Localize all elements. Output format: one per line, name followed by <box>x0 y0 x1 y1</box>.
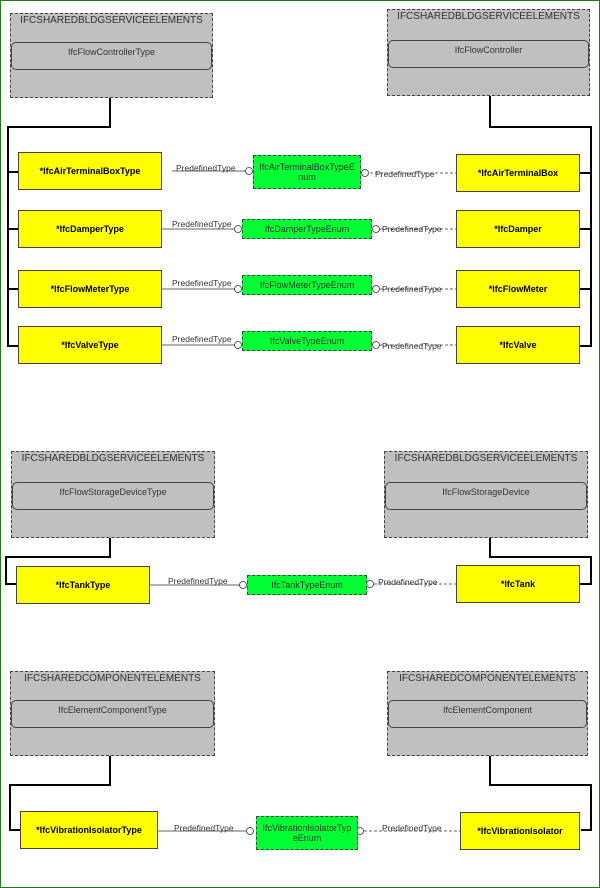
entity-vibration-isolator[interactable]: *IfcVibrationIsolator <box>460 812 580 850</box>
enum-flow-meter-type[interactable]: IfcFlowMeterTypeEnum <box>242 275 372 295</box>
relation-label: PredefinedType <box>382 823 442 833</box>
entity-flow-meter[interactable]: *IfcFlowMeter <box>456 270 580 308</box>
package-left-flow-controller-type[interactable]: IFCSHAREDBLDGSERVICEELEMENTS IfcFlowCont… <box>10 13 213 98</box>
enum-label: IfcValveTypeEnum <box>269 335 345 346</box>
package-title: IFCSHAREDBLDGSERVICEELEMENTS <box>397 11 580 22</box>
package-left-flow-storage-device-type[interactable]: IFCSHAREDBLDGSERVICEELEMENTS IfcFlowStor… <box>11 451 215 538</box>
enum-damper-type[interactable]: IfcDamperTypeEnum <box>242 219 372 239</box>
relation-label: PredefinedType <box>174 823 234 833</box>
relation-label: PredefinedType <box>382 284 442 294</box>
enum-label-line2: eEnum <box>292 833 322 843</box>
relation-label: PredefinedType <box>172 334 232 344</box>
enum-tank-type[interactable]: IfcTankTypeEnum <box>247 575 367 595</box>
entity-air-terminal-box[interactable]: *IfcAirTerminalBox <box>456 154 580 192</box>
package-entity[interactable]: IfcElementComponentType <box>11 700 214 728</box>
package-entity[interactable]: IfcFlowControllerType <box>11 42 212 70</box>
entity-damper-type[interactable]: *IfcDamperType <box>18 210 162 248</box>
package-right-flow-controller[interactable]: IFCSHAREDBLDGSERVICEELEMENTS IfcFlowCont… <box>387 9 590 96</box>
package-title: IFCSHAREDBLDGSERVICEELEMENTS <box>20 15 203 26</box>
enum-label: IfcDamperTypeEnum <box>264 223 350 234</box>
package-entity[interactable]: IfcElementComponent <box>388 700 587 728</box>
enum-label-line1: IfcVibrationIsolatorTyp <box>262 822 352 833</box>
enum-label-line1: IfcAirTerminalBoxTypeE <box>259 161 355 172</box>
relation-label: PredefinedType <box>172 219 232 229</box>
relation-label: PredefinedType <box>172 278 232 288</box>
package-entity[interactable]: IfcFlowController <box>388 40 589 68</box>
entity-damper[interactable]: *IfcDamper <box>456 210 580 248</box>
entity-valve[interactable]: *IfcValve <box>456 326 580 364</box>
enum-label: IfcFlowMeterTypeEnum <box>259 279 355 290</box>
package-title: IFCSHAREDCOMPONENTELEMENTS <box>399 673 576 684</box>
package-entity[interactable]: IfcFlowStorageDevice <box>385 482 587 510</box>
entity-flow-meter-type[interactable]: *IfcFlowMeterType <box>18 270 162 308</box>
enum-label-line2: num <box>298 172 316 182</box>
relation-label: PredefinedType <box>176 163 236 173</box>
entity-tank[interactable]: *IfcTank <box>456 565 580 603</box>
package-entity[interactable]: IfcFlowStorageDeviceType <box>12 482 214 510</box>
relation-label: PredefinedType <box>375 169 435 179</box>
relation-label: PredefinedType <box>168 576 228 586</box>
relation-label: PredefinedType <box>382 224 442 234</box>
entity-tank-type[interactable]: *IfcTankType <box>16 566 150 604</box>
package-left-element-component-type[interactable]: IFCSHAREDCOMPONENTELEMENTS IfcElementCom… <box>10 671 215 756</box>
package-right-element-component[interactable]: IFCSHAREDCOMPONENTELEMENTS IfcElementCom… <box>387 671 588 756</box>
package-title: IFCSHAREDCOMPONENTELEMENTS <box>24 673 201 684</box>
enum-valve-type[interactable]: IfcValveTypeEnum <box>242 331 372 351</box>
enum-label: IfcTankTypeEnum <box>271 579 343 590</box>
entity-vibration-isolator-type[interactable]: *IfcVibrationIsolatorType <box>20 811 158 849</box>
entity-air-terminal-box-type[interactable]: *IfcAirTerminalBoxType <box>18 152 162 190</box>
relation-label: PredefinedType <box>382 341 442 351</box>
entity-valve-type[interactable]: *IfcValveType <box>18 326 162 364</box>
package-title: IFCSHAREDBLDGSERVICEELEMENTS <box>21 453 205 464</box>
relation-label: PredefinedType <box>378 577 438 587</box>
package-title: IFCSHAREDBLDGSERVICEELEMENTS <box>394 453 578 464</box>
package-right-flow-storage-device[interactable]: IFCSHAREDBLDGSERVICEELEMENTS IfcFlowStor… <box>384 451 588 538</box>
